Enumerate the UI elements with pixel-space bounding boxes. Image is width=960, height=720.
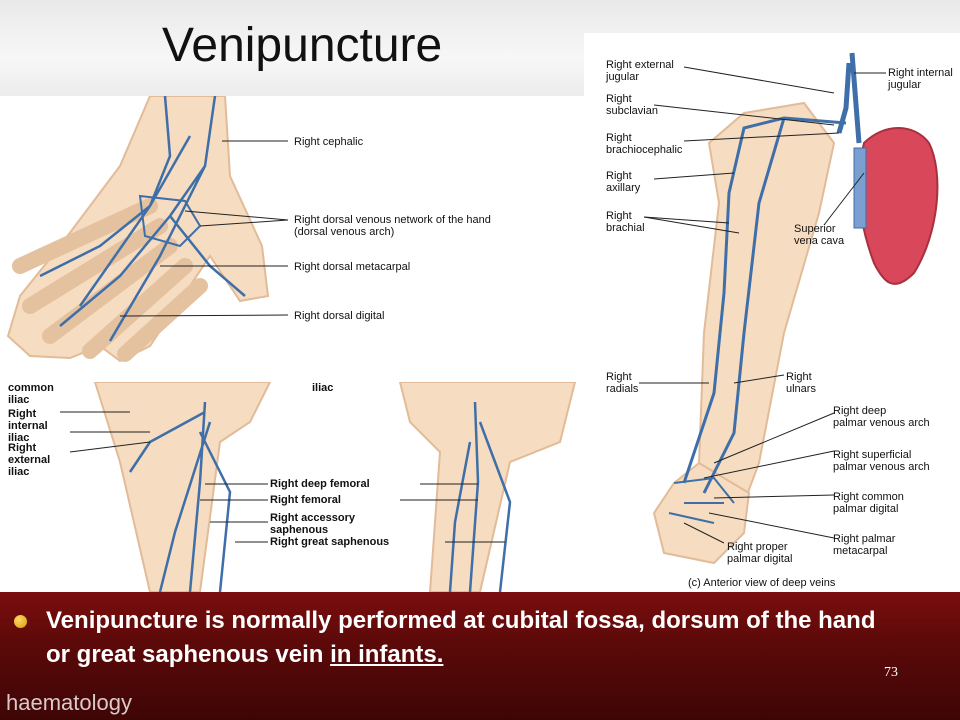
- label-brachiocephalic: Right brachiocephalic: [606, 132, 683, 156]
- label-external-iliac: Right external iliac: [8, 442, 51, 478]
- bullet-text: Venipuncture is normally performed at cu…: [46, 604, 886, 672]
- label-proper-palmar-digital: Right proper palmar digital: [727, 541, 793, 565]
- label-brachial: Right brachial: [606, 210, 645, 234]
- bullet-text-underlined: in infants.: [330, 641, 444, 668]
- hand-diagram-panel: Right cephalic Right dorsal venous netwo…: [0, 96, 584, 382]
- hand-illustration: [6, 96, 289, 363]
- slide-title: Venipuncture: [162, 19, 443, 72]
- label-deep-femoral: Right deep femoral: [270, 478, 370, 490]
- label-iliac-top: iliac: [312, 382, 334, 394]
- label-right-cephalic: Right cephalic: [294, 136, 364, 148]
- label-deep-palmar-arch: Right deep palmar venous arch: [833, 405, 930, 429]
- label-internal-jugular: Right internal jugular: [888, 67, 953, 91]
- label-superior-vena-cava: Superior vena cava: [794, 223, 845, 247]
- label-dorsal-metacarpal: Right dorsal metacarpal: [294, 261, 411, 273]
- brand-logo-text: haematology: [6, 690, 132, 715]
- arm-illustration: [639, 52, 939, 565]
- label-dorsal-digital: Right dorsal digital: [294, 310, 385, 322]
- label-ulnars: Right ulnars: [786, 371, 816, 395]
- bottom-band: [0, 592, 960, 720]
- legs-diagram-panel: common iliac Right internal iliac Right …: [0, 382, 584, 592]
- arm-diagram-panel: Right external jugular Right subclavian …: [584, 33, 960, 592]
- label-common-palmar-digital: Right common palmar digital: [833, 491, 904, 515]
- label-superficial-palmar-arch: Right superficial palmar venous arch: [833, 449, 930, 473]
- label-great-saphenous: Right great saphenous: [270, 536, 390, 548]
- label-femoral: Right femoral: [270, 494, 341, 506]
- bullet-text-main: Venipuncture is normally performed at cu…: [46, 607, 876, 668]
- page-number: 73: [884, 665, 898, 680]
- label-radials: Right radials: [606, 371, 639, 395]
- label-accessory-saphenous: Right accessory saphenous: [270, 512, 355, 536]
- label-axillary: Right axillary: [606, 170, 641, 194]
- bullet-icon: [14, 615, 27, 628]
- label-subclavian: Right subclavian: [606, 93, 658, 117]
- legs-illustration: [60, 382, 577, 592]
- label-dorsal-venous-network: Right dorsal venous network of the hand …: [294, 214, 491, 238]
- diagram-caption: (c) Anterior view of deep veins: [688, 577, 836, 589]
- label-internal-iliac: Right internal iliac: [8, 408, 48, 444]
- label-external-jugular: Right external jugular: [606, 59, 674, 83]
- label-common-iliac: common iliac: [8, 382, 54, 406]
- label-palmar-metacarpal: Right palmar metacarpal: [833, 533, 896, 557]
